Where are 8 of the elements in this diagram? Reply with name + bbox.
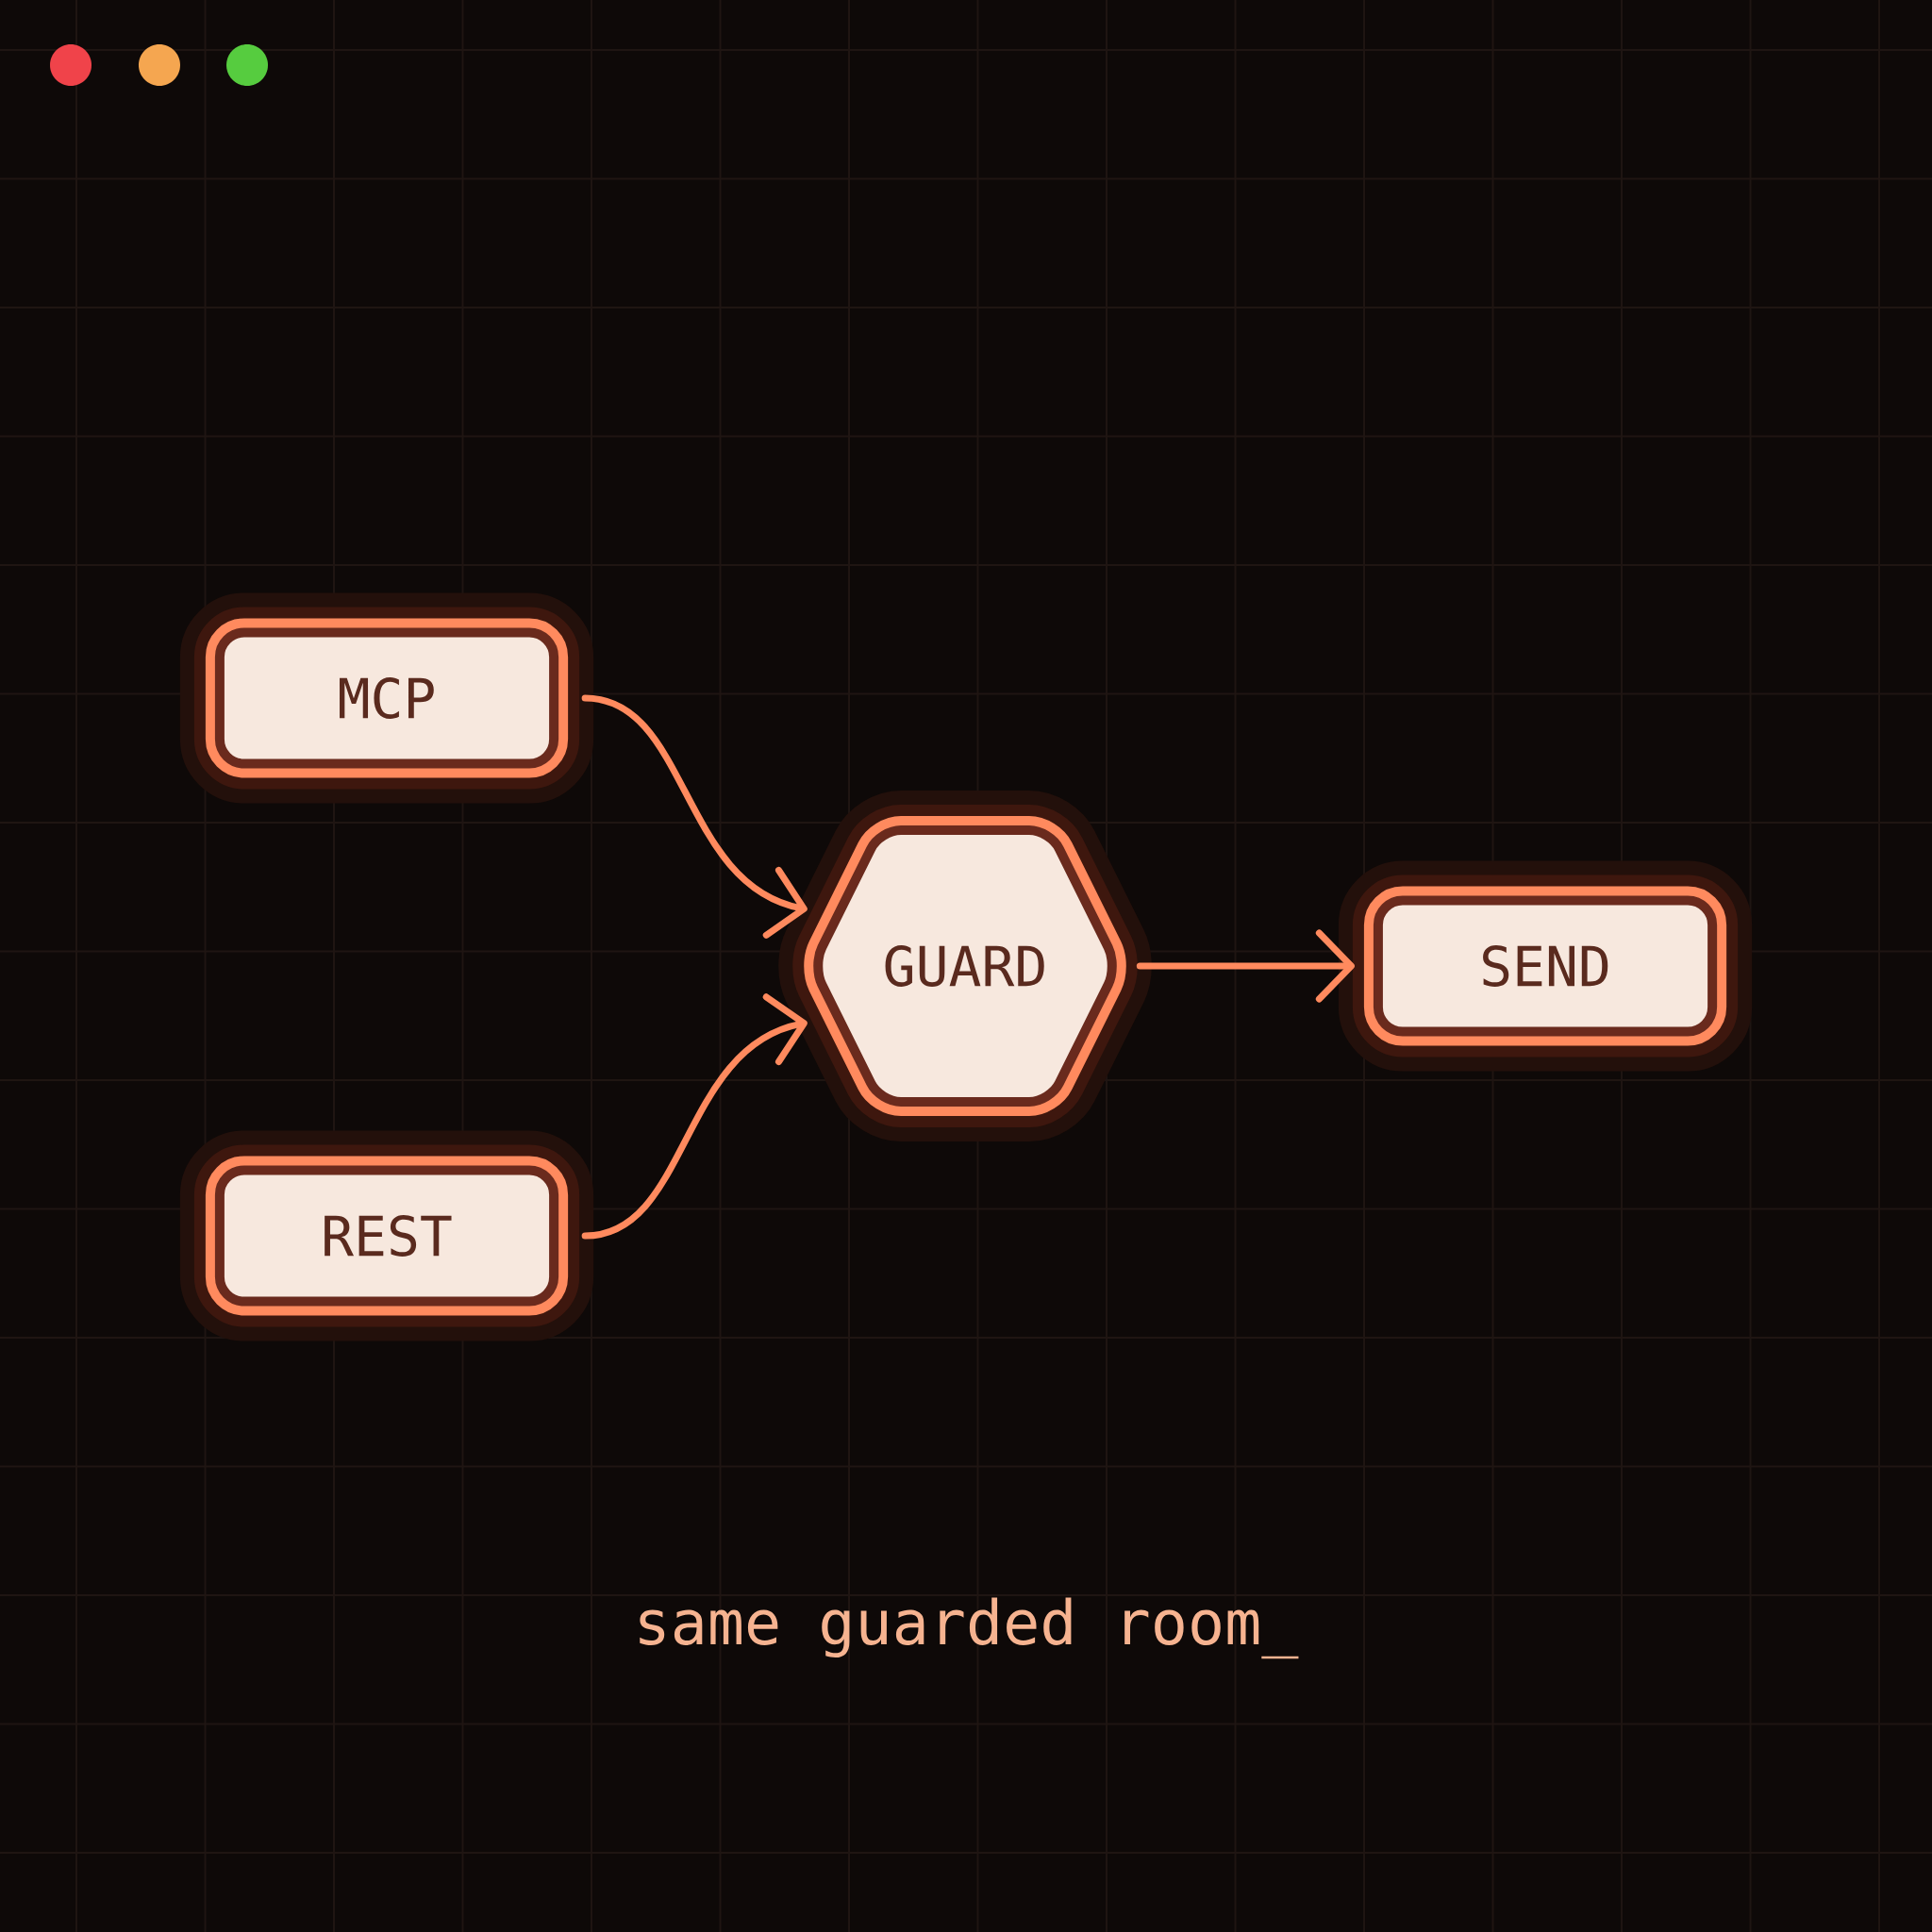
process-box: MCP <box>179 592 594 804</box>
arrow <box>581 694 808 939</box>
process-box: SEND <box>1338 860 1753 1072</box>
arrow <box>1136 929 1355 1003</box>
process-box: REST <box>179 1130 594 1341</box>
arrow <box>581 993 808 1240</box>
caption: same guarded room_ <box>640 1597 1299 1659</box>
hexagon: GUARD <box>778 791 1152 1142</box>
